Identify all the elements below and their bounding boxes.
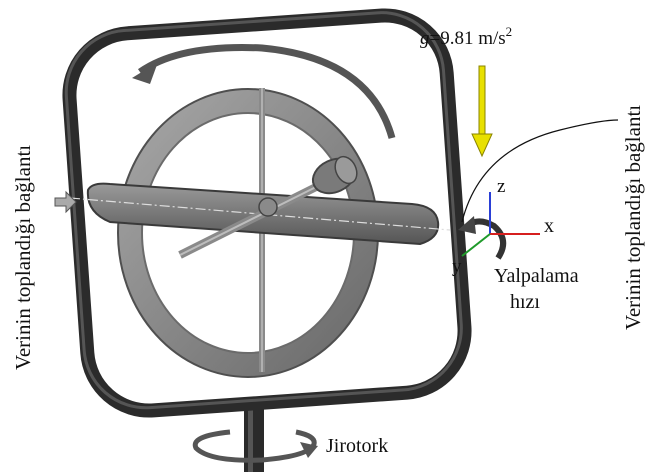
yaw-rate-label-line2: hızı: [510, 291, 540, 313]
left-connection-label: Verinin toplandığı bağlantı: [11, 145, 35, 370]
right-connection-label: Verinin toplandığı bağlantı: [621, 105, 645, 330]
yaw-rate-arrow: [458, 216, 507, 260]
gravity-symbol: g: [420, 28, 430, 49]
gyrotorque-label: Jirotork: [326, 435, 388, 457]
coordinate-axes: z x y: [452, 176, 554, 277]
axis-z-label: z: [497, 176, 505, 197]
left-input-arrow: [54, 190, 77, 214]
axis-x-label: x: [544, 215, 554, 237]
leader-line: [461, 119, 619, 223]
gyrotorque-arrow: [192, 429, 318, 463]
stand-post: [244, 398, 264, 472]
rotor-spindle: [178, 155, 358, 259]
outer-frame: [62, 8, 472, 418]
gravity-arrow: [471, 65, 493, 158]
axis-y-label: y: [452, 256, 462, 277]
gravity-exponent: 2: [506, 24, 513, 39]
gravity-value: =9.81 m/s: [430, 28, 506, 49]
gravity-label: g=9.81 m/s2: [420, 24, 512, 49]
rotation-arrow: [132, 44, 396, 139]
yaw-rate-label-line1: Yalpalama: [494, 265, 579, 287]
